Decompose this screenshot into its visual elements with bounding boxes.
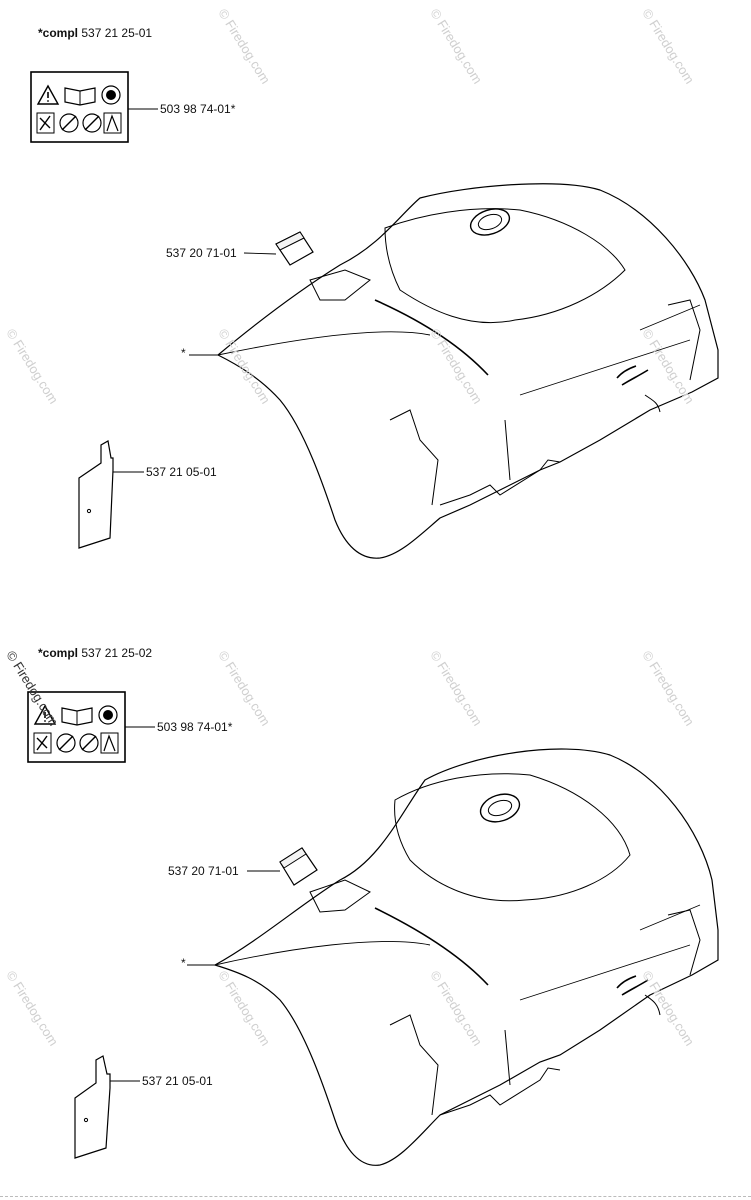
title-number: 537 21 25-02 [81,646,153,660]
plug-part-number: 537 20 71-01 [168,864,239,878]
cylinder-cover [216,183,719,559]
plug-leader [243,252,277,255]
plug-part-number: 537 20 71-01 [166,246,237,260]
warning-decal [27,691,126,763]
rubber-plug [279,847,318,886]
heat-shield-plate [74,1055,111,1159]
title-prefix: *compl [38,26,79,40]
section-title-1: *compl 537 21 25-01 [38,26,152,40]
cylinder-cover [213,748,719,1166]
cover-marker: * [181,346,186,360]
title-number: 537 21 25-01 [81,26,153,40]
decal-part-number: 503 98 74-01* [157,720,233,734]
cover-marker: * [181,956,186,970]
warning-decal [30,71,129,143]
plate-part-number: 537 21 05-01 [142,1074,213,1088]
decal-part-number: 503 98 74-01* [160,102,236,116]
section-title-2: *compl 537 21 25-02 [38,646,152,660]
title-prefix: *compl [38,646,79,660]
heat-shield-plate [78,440,114,549]
rubber-plug [275,231,314,266]
bottom-divider [0,1196,751,1197]
plate-part-number: 537 21 05-01 [146,465,217,479]
